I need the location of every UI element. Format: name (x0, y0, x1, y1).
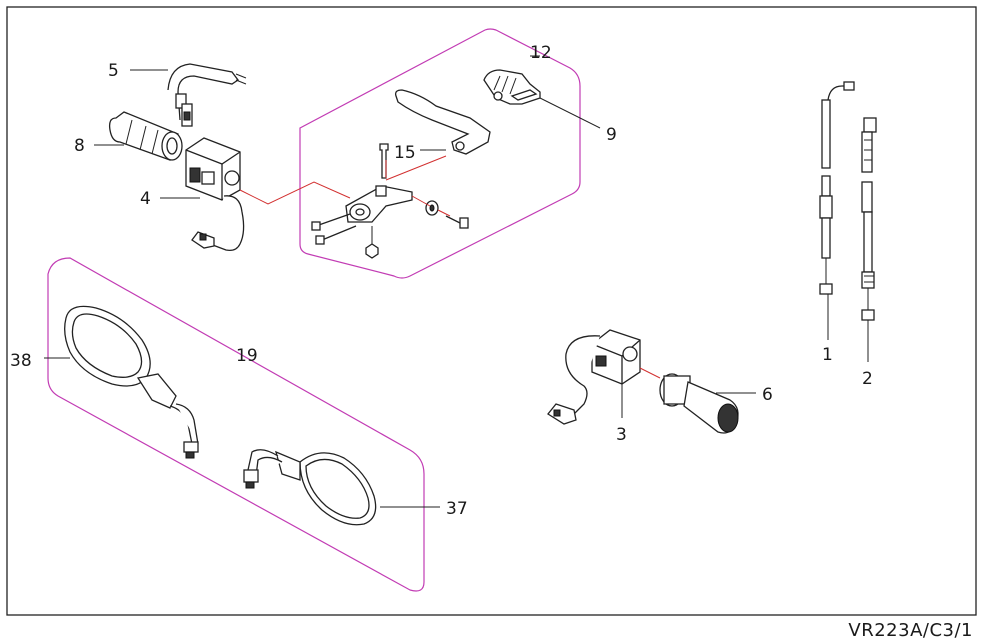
callout-4: 4 (140, 189, 151, 209)
leader-9 (539, 97, 601, 129)
lever-cover-part-9 (483, 69, 541, 105)
callout-9: 9 (606, 125, 617, 145)
callout-2: 2 (862, 369, 873, 389)
callout-8: 8 (74, 136, 85, 156)
red-connector-line-1 (239, 181, 351, 205)
drawing-code: VR223A/C3/1 (848, 620, 973, 641)
wire-harness-part-5 (167, 63, 247, 127)
callout-15: 15 (394, 143, 416, 163)
callout-12: 12 (530, 43, 552, 63)
callout-3: 3 (616, 425, 627, 445)
throttle-grip-part-6 (659, 373, 739, 434)
red-connector-line-2 (385, 155, 447, 181)
callout-38: 38 (10, 351, 32, 371)
red-connector-line-3 (411, 195, 451, 217)
callout-19: 19 (236, 346, 258, 366)
right-switch-part-3 (547, 329, 641, 425)
cable-part-1 (819, 81, 855, 295)
drawing-frame (6, 6, 977, 616)
clutch-lever-part-15 (394, 89, 491, 155)
left-switch-part-4 (185, 137, 245, 252)
callout-5: 5 (108, 61, 119, 81)
left-mirror-part-38 (64, 305, 199, 459)
callout-37: 37 (446, 499, 468, 519)
red-connector-line-4 (639, 367, 661, 379)
group-outline-12 (299, 28, 581, 279)
right-mirror-part-37 (243, 449, 377, 526)
lever-bracket-assembly (311, 143, 469, 259)
group-outline-19 (47, 257, 425, 592)
left-grip-part-8 (108, 111, 183, 161)
callout-6: 6 (762, 385, 773, 405)
callout-1: 1 (822, 345, 833, 365)
cable-part-2 (861, 117, 877, 321)
